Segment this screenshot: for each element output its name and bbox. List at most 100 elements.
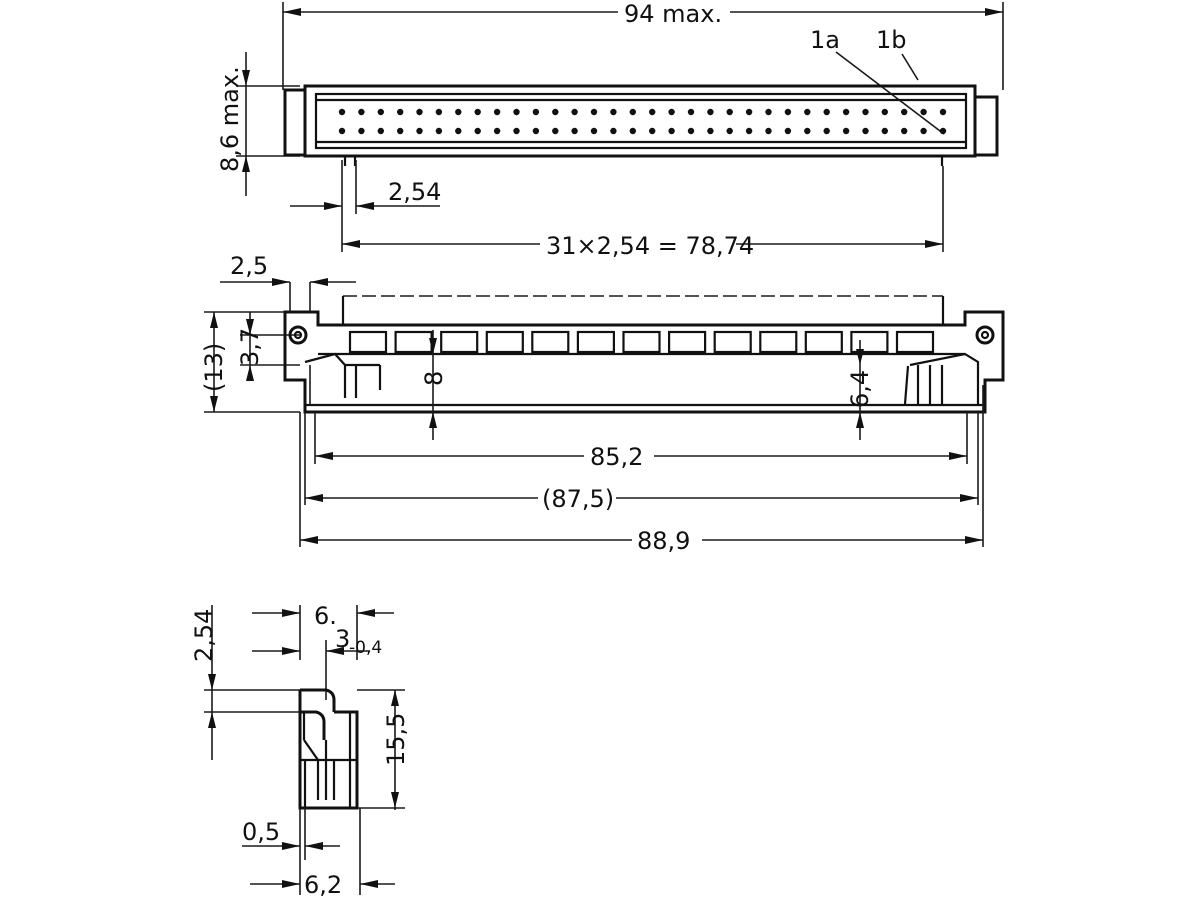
label-pin-1a: 1a — [810, 26, 840, 54]
pin — [513, 108, 520, 116]
pin — [881, 127, 888, 135]
dim-height-max: 8,6 max. — [216, 66, 244, 172]
pin — [474, 108, 481, 116]
contact-slot — [850, 330, 889, 354]
pin-grid — [338, 108, 947, 135]
pin — [804, 108, 811, 116]
pin — [377, 108, 384, 116]
pin — [745, 108, 753, 116]
pin — [358, 127, 365, 135]
pin — [649, 127, 656, 135]
pin — [552, 127, 559, 135]
pin — [610, 127, 617, 135]
pin — [552, 108, 559, 116]
dim-side-offset-tolerance: -0,4 — [349, 638, 382, 658]
dim-flange: 2,5 — [230, 252, 268, 280]
pin — [765, 127, 772, 135]
pin — [920, 127, 927, 135]
contact-slot — [759, 330, 798, 354]
pin — [571, 108, 578, 116]
contact-slot — [895, 330, 935, 354]
dim-hole-spacing: (87,5) — [542, 485, 614, 513]
pin — [862, 127, 869, 135]
dim-width-max: 94 max. — [624, 0, 722, 28]
pin — [435, 127, 443, 135]
pin — [726, 127, 733, 135]
contact-slot — [348, 330, 388, 354]
pin — [358, 108, 365, 116]
pin — [416, 108, 423, 116]
top-view: 94 max. 1a 1b 8,6 max. 2,54 — [216, 0, 1004, 260]
pin — [784, 127, 792, 135]
pin — [823, 127, 830, 135]
pin — [687, 108, 695, 116]
contact-slot — [440, 330, 479, 354]
pin — [493, 127, 501, 135]
pin — [571, 127, 578, 135]
pin — [784, 108, 792, 116]
pin — [726, 108, 733, 116]
contact-slot — [713, 330, 752, 354]
pin — [862, 108, 869, 116]
pin — [765, 108, 772, 116]
pin — [823, 108, 830, 116]
contact-slot — [667, 330, 707, 354]
contact-slot — [485, 330, 524, 354]
dim-base-width: 6,2 — [304, 871, 342, 899]
pin — [939, 108, 947, 116]
pin — [804, 127, 811, 135]
dim-total-height: (13) — [200, 343, 228, 392]
side-view: 6. 3 -0,4 2,54 15,5 — [190, 602, 410, 899]
pin — [707, 127, 714, 135]
pin — [513, 127, 520, 135]
pin — [435, 108, 443, 116]
pin — [493, 108, 501, 116]
pin — [649, 108, 656, 116]
dim-side-pitch: 2,54 — [190, 609, 218, 662]
contact-slot — [394, 330, 433, 354]
pin — [455, 108, 462, 116]
pin — [745, 127, 753, 135]
pin — [881, 108, 888, 116]
contact-slots — [348, 330, 935, 354]
pin — [455, 127, 462, 135]
pin — [842, 108, 850, 116]
pin — [920, 108, 927, 116]
pin — [939, 127, 947, 135]
pin — [668, 108, 675, 116]
dim-pitch: 2,54 — [388, 178, 441, 206]
pin — [590, 127, 598, 135]
pin — [338, 127, 346, 135]
contact-slot — [622, 330, 661, 354]
pin — [532, 108, 540, 116]
dim-hole-height: 3,7 — [236, 328, 264, 366]
pin — [629, 108, 636, 116]
pin — [416, 127, 423, 135]
contact-slot — [804, 330, 843, 354]
pin — [707, 108, 714, 116]
dim-side-width: 6. — [314, 602, 337, 630]
dim-wall: 0,5 — [242, 818, 280, 846]
dim-overall-length: 88,9 — [637, 527, 690, 555]
pin — [397, 127, 404, 135]
pin — [901, 127, 908, 135]
pin — [842, 127, 850, 135]
front-view: 2,5 (13) 3,7 — [200, 252, 1005, 555]
pin — [610, 108, 617, 116]
pin — [377, 127, 384, 135]
dim-depth-6-4: 6,4 — [846, 370, 874, 408]
dim-side-height: 15,5 — [382, 713, 410, 766]
pin — [901, 108, 908, 116]
dim-pitch-span: 31×2,54 = 78,74 — [546, 232, 754, 260]
label-pin-1b: 1b — [876, 26, 907, 54]
pin — [629, 127, 636, 135]
pin — [668, 127, 675, 135]
pin — [687, 127, 695, 135]
pin — [397, 108, 404, 116]
pin — [338, 108, 346, 116]
contact-slot — [531, 330, 570, 354]
pin — [590, 108, 598, 116]
dim-inner-length: 85,2 — [590, 443, 643, 471]
dim-depth-8: 8 — [420, 371, 448, 386]
